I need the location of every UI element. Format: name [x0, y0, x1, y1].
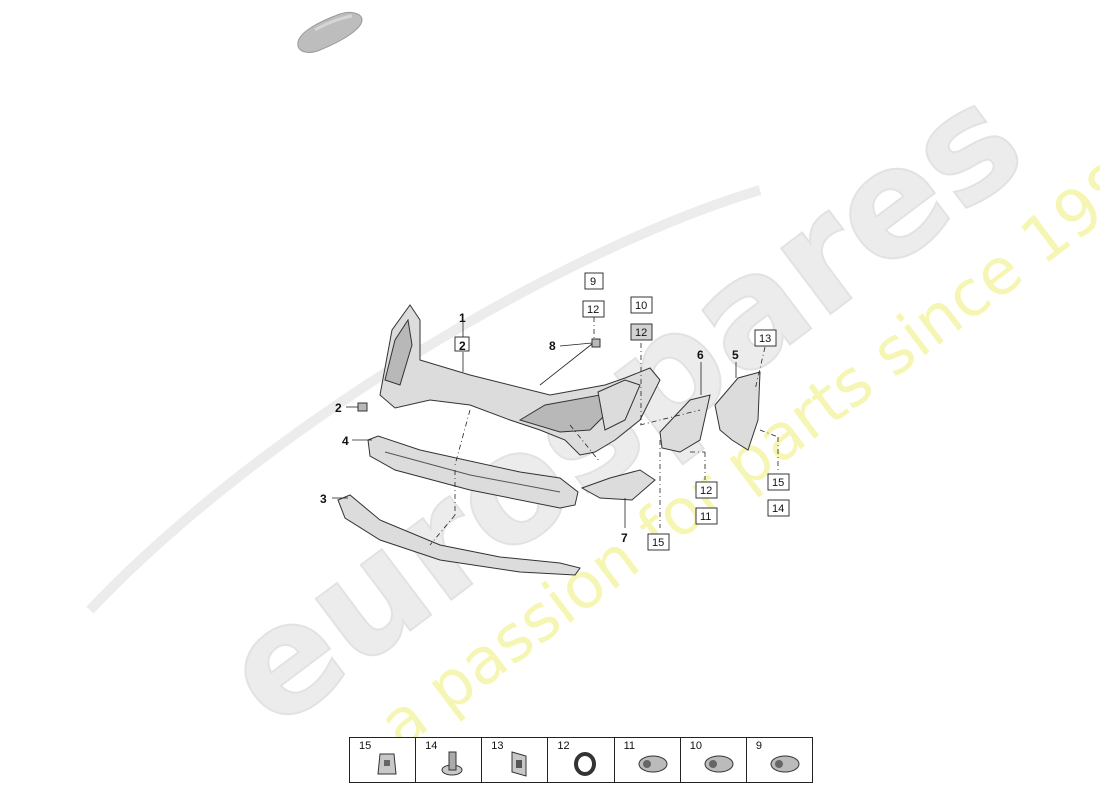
sensor-icon: [638, 755, 668, 773]
clip-part-2[interactable]: [357, 402, 368, 412]
car-icon: [297, 11, 363, 53]
box-14: 14: [772, 503, 784, 515]
legend-number: 13: [491, 740, 504, 752]
legend-cell-14[interactable]: 14: [416, 738, 483, 782]
box-15-b: 15: [772, 477, 784, 489]
boxed-callouts: 9 12 10 12 13 12 11 15 15 14: [582, 272, 790, 551]
bumper-cover-part[interactable]: [379, 304, 661, 456]
spoiler-part[interactable]: [337, 494, 581, 576]
box-10: 10: [635, 300, 647, 312]
callout-8: 8: [549, 339, 556, 353]
legend-number: 11: [623, 740, 635, 752]
callout-2: 2: [459, 339, 466, 353]
legend-cell-15[interactable]: 15: [350, 738, 417, 782]
seal-ring-icon: [574, 752, 597, 776]
box-12-b: 12: [635, 327, 647, 339]
legend-cell-12[interactable]: 12: [548, 738, 615, 782]
nut-clip-icon: [377, 753, 397, 775]
callout-4: 4: [342, 434, 349, 448]
legend-cell-9[interactable]: 9: [747, 738, 812, 782]
box-12-a: 12: [587, 304, 599, 316]
box-11: 11: [700, 511, 711, 523]
leader-lines: [332, 305, 779, 546]
sensor-icon: [704, 755, 734, 773]
legend-cell-10[interactable]: 10: [681, 738, 747, 782]
legend-number: 9: [755, 740, 762, 752]
parts-legend: 15 14 13 12 11 10 9: [349, 737, 813, 783]
callout-7: 7: [621, 531, 628, 545]
box-12-c: 12: [700, 485, 712, 497]
box-9: 9: [590, 276, 596, 288]
callout-5: 5: [732, 348, 739, 362]
screw-icon: [441, 751, 463, 776]
legend-number: 12: [557, 740, 570, 752]
legend-cell-11[interactable]: 11: [615, 738, 681, 782]
legend-number: 15: [359, 740, 372, 752]
air-deflector-part[interactable]: [580, 469, 656, 501]
legend-cell-13[interactable]: 13: [482, 738, 549, 782]
callout-1: 1: [459, 311, 466, 325]
bracket-part-5[interactable]: [714, 371, 761, 451]
callout-2b: 2: [335, 401, 342, 415]
callout-6: 6: [697, 348, 704, 362]
sensor-icon: [770, 755, 800, 773]
bracket-part-6[interactable]: [659, 394, 711, 453]
legend-number: 14: [425, 740, 438, 752]
callout-3: 3: [320, 492, 327, 506]
box-13: 13: [759, 333, 771, 345]
legend-number: 10: [689, 740, 702, 752]
clip-part-8[interactable]: [591, 338, 601, 348]
grille-part[interactable]: [367, 435, 579, 509]
clip-icon: [511, 751, 527, 777]
box-15-a: 15: [652, 537, 664, 549]
